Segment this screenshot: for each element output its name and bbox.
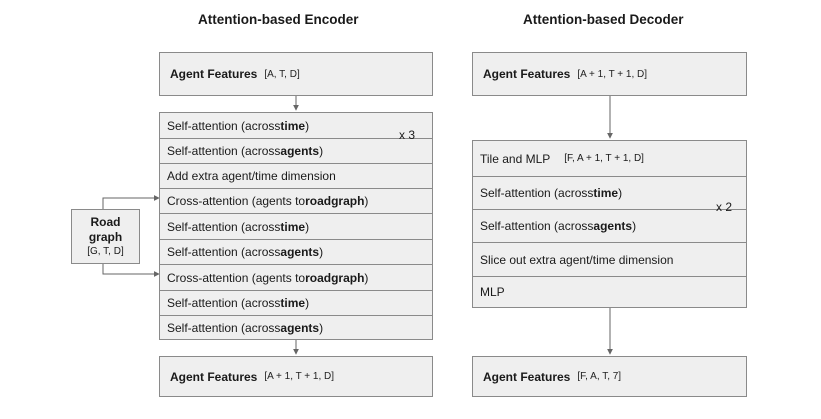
decoder-input-dims: [A + 1, T + 1, D] (577, 68, 648, 80)
layer-text-post: ) (364, 270, 369, 285)
encoder-output-dims: [A + 1, T + 1, D] (264, 371, 335, 382)
layer-text-post: ) (364, 194, 369, 208)
layer-text-pre: Self-attention (across (167, 144, 281, 158)
layer-text-post: ) (632, 219, 637, 233)
encoder-repeat-label: x 3 (399, 128, 416, 142)
encoder-layer: Cross-attention (agents to roadgraph) (160, 188, 432, 213)
layer-text-post: ) (618, 186, 623, 200)
layer-text-pre: Self-attention (across (167, 320, 281, 335)
layer-text-post: ) (319, 320, 324, 335)
roadgraph-box: Road graph [G, T, D] (71, 209, 140, 264)
roadgraph-arrow-upper (102, 195, 160, 209)
layer-text-pre: Self-attention (across (480, 186, 594, 200)
encoder-layer: Self-attention (across agents) (160, 138, 432, 163)
encoder-input-label: Agent Features (170, 67, 258, 81)
decoder-input-label: Agent Features (483, 67, 571, 81)
encoder-layer: Self-attention (across time) (160, 213, 432, 239)
encoder-title: Attention-based Encoder (198, 12, 359, 27)
layer-text-bold: agents (593, 219, 633, 233)
decoder-layer: Self-attention (across time) (473, 176, 746, 209)
decoder-layer: MLP (473, 276, 746, 307)
layer-text-bold: time (280, 219, 306, 234)
layer-text-pre: Tile and MLP (480, 151, 551, 166)
layer-text-post: ) (319, 245, 324, 259)
decoder-output-box: Agent Features [F, A, T, 7] (472, 356, 747, 397)
decoder-layer: Self-attention (across agents) (473, 209, 746, 242)
encoder-output-box: Agent Features [A + 1, T + 1, D] (159, 356, 433, 397)
roadgraph-label-line2: graph (88, 230, 123, 244)
layer-text-post: ) (319, 144, 324, 158)
decoder-layer: Slice out extra agent/time dimension (473, 242, 746, 276)
layer-text-pre: Self-attention (across (167, 219, 281, 234)
decoder-title: Attention-based Decoder (523, 12, 684, 27)
roadgraph-label-line1: Road (90, 215, 121, 229)
encoder-output-label: Agent Features (170, 369, 258, 384)
layer-text-bold: agents (280, 245, 320, 259)
encoder-layer: Self-attention (across time) (160, 113, 432, 138)
layer-text-pre: Add extra agent/time dimension (167, 169, 336, 183)
encoder-layer: Cross-attention (agents to roadgraph) (160, 264, 432, 290)
decoder-output-label: Agent Features (483, 369, 571, 384)
layer-text-bold: time (593, 186, 619, 200)
layer-dims: [F, A + 1, T + 1, D] (564, 153, 644, 164)
layer-text-post: ) (305, 296, 310, 310)
layer-text-bold: time (280, 118, 306, 133)
encoder-layer: Self-attention (across time) (160, 290, 432, 315)
encoder-layer: Add extra agent/time dimension (160, 163, 432, 188)
decoder-layer-stack: Tile and MLP [F, A + 1, T + 1, D] Self-at… (472, 140, 747, 308)
roadgraph-arrow-lower (102, 263, 160, 277)
layer-text-pre: MLP (480, 285, 505, 299)
layer-text-pre: Self-attention (across (167, 296, 281, 310)
encoder-layer-stack: Self-attention (across time) Self-attent… (159, 112, 433, 340)
layer-text-pre: Self-attention (across (480, 219, 594, 233)
layer-text-bold: roadgraph (305, 270, 365, 285)
decoder-output-dims: [F, A, T, 7] (577, 371, 622, 382)
encoder-layer: Self-attention (across agents) (160, 315, 432, 339)
layer-text-bold: time (280, 296, 306, 310)
layer-text-bold: roadgraph (305, 194, 365, 208)
layer-text-bold: agents (280, 144, 320, 158)
decoder-repeat-label: x 2 (716, 200, 733, 214)
layer-text-post: ) (305, 219, 310, 234)
roadgraph-dims: [G, T, D] (87, 246, 124, 257)
encoder-input-dims: [A, T, D] (264, 68, 300, 80)
decoder-input-box: Agent Features [A + 1, T + 1, D] (472, 52, 747, 96)
layer-text-pre: Cross-attention (agents to (167, 194, 306, 208)
layer-text-bold: agents (280, 320, 320, 335)
encoder-layer: Self-attention (across agents) (160, 239, 432, 264)
layer-text-pre: Cross-attention (agents to (167, 270, 306, 285)
layer-text-pre: Slice out extra agent/time dimension (480, 252, 674, 267)
layer-text-pre: Self-attention (across (167, 245, 281, 259)
decoder-layer: Tile and MLP [F, A + 1, T + 1, D] (473, 141, 746, 176)
layer-text-pre: Self-attention (across (167, 118, 281, 133)
layer-text-post: ) (305, 118, 310, 133)
encoder-input-box: Agent Features [A, T, D] (159, 52, 433, 96)
